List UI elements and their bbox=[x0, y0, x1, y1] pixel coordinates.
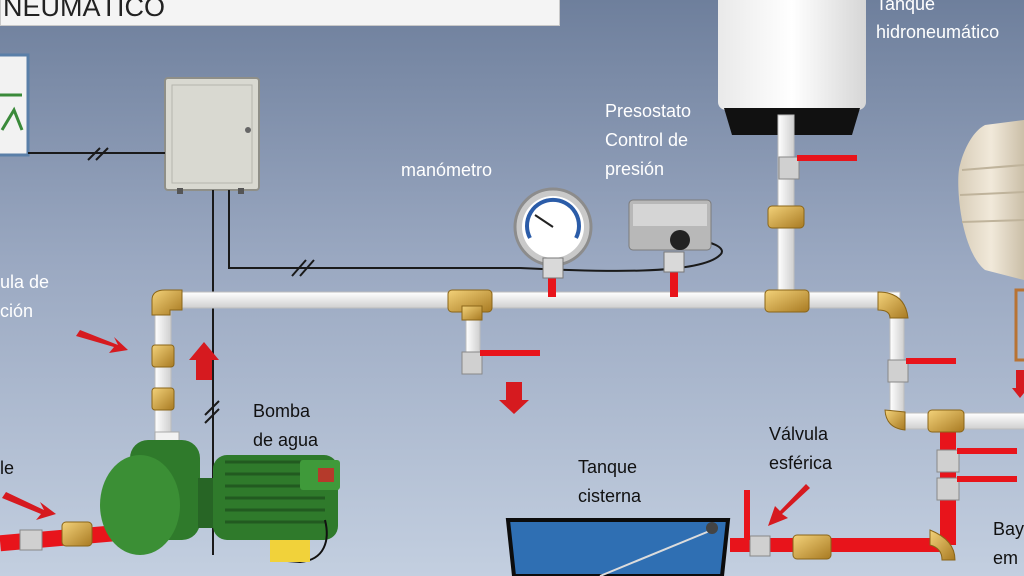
ball-valves bbox=[19, 155, 1017, 557]
label-bomba-1: Bomba bbox=[253, 401, 311, 421]
label-presostato-1: Presostato bbox=[605, 101, 692, 121]
brass-fittings bbox=[61, 205, 965, 561]
label-bay-2: em bbox=[993, 548, 1019, 568]
label-valvula-cut-1: ula de bbox=[0, 272, 50, 292]
label-bay-1: Bay bbox=[993, 519, 1024, 539]
label-presostato-2: Control de bbox=[605, 130, 689, 150]
label-tanque-cisterna-2: cisterna bbox=[578, 486, 642, 506]
diagram-title: NEUMÁTICO bbox=[0, 0, 560, 26]
title-text: NEUMÁTICO bbox=[3, 0, 165, 22]
label-tanque-cisterna-1: Tanque bbox=[578, 457, 638, 477]
manometer bbox=[513, 187, 593, 279]
label-left-cut: le bbox=[0, 458, 15, 478]
storage-tank bbox=[958, 120, 1024, 362]
label-manometro: manómetro bbox=[401, 160, 493, 180]
label-presostato-3: presión bbox=[605, 159, 665, 179]
cistern-tank bbox=[505, 518, 731, 576]
left-panel bbox=[0, 53, 30, 157]
label-tanque-hidroneumatico-1: Tanque bbox=[876, 0, 936, 14]
label-valvula-esferica-2: esférica bbox=[769, 453, 833, 473]
control-box bbox=[164, 77, 260, 194]
label-tanque-hidroneumatico-2: hidroneumático bbox=[876, 22, 1000, 42]
label-bomba-2: de agua bbox=[253, 430, 319, 450]
water-pump bbox=[100, 440, 340, 564]
pressure-switch bbox=[628, 199, 712, 273]
label-valvula-cut-2: ción bbox=[0, 301, 34, 321]
flow-arrows bbox=[2, 330, 1024, 526]
label-valvula-esferica-1: Válvula bbox=[769, 424, 829, 444]
